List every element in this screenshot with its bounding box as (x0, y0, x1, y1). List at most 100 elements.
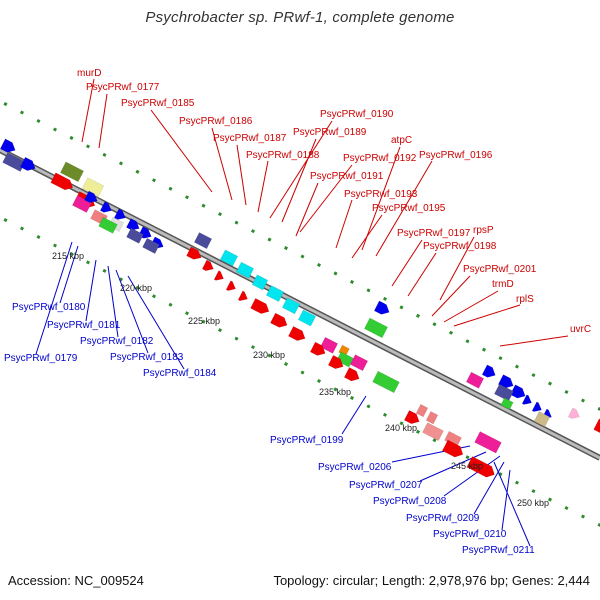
scale-label: 240 kbp (385, 423, 417, 433)
tick-dot-inner (3, 218, 8, 223)
gene-feature (474, 431, 502, 454)
gene-label[interactable]: PsycPRwf_0199 (270, 435, 344, 446)
tick-dot-inner (151, 294, 157, 299)
tick-dot-outer (333, 271, 338, 276)
gene-label[interactable]: PsycPRwf_0193 (344, 189, 418, 200)
leader-line-reverse (85, 259, 97, 322)
gene-label[interactable]: PsycPRwf_0197 (397, 228, 471, 239)
scale-label: 215 kbp (52, 251, 84, 261)
gene-label[interactable]: PsycPRwf_0206 (318, 462, 392, 473)
tick-dot-outer (217, 212, 223, 217)
gene-label[interactable]: PsycPRwf_0179 (4, 353, 78, 364)
tick-dot-outer (580, 398, 586, 403)
gene-feature (235, 261, 255, 279)
tick-dot-outer (316, 262, 322, 268)
gene-label[interactable]: PsycPRwf_0177 (86, 82, 160, 93)
gene-feature (531, 401, 542, 412)
tick-dot-outer (382, 296, 388, 301)
tick-tracks (3, 102, 600, 527)
tick-dot-inner (102, 268, 107, 273)
gene-label[interactable]: PsycPRwf_0198 (423, 241, 497, 252)
gene-feature (142, 237, 160, 254)
gene-label[interactable]: uvrC (570, 324, 591, 335)
gene-label[interactable]: PsycPRwf_0210 (433, 529, 507, 540)
gene-feature (466, 456, 495, 478)
tick-dot-inner (168, 302, 173, 307)
gene-feature (567, 407, 580, 419)
gene-feature (270, 312, 288, 328)
gene-feature (288, 325, 306, 341)
gene-label[interactable]: PsycPRwf_0195 (372, 203, 446, 214)
gene-feature (251, 274, 269, 291)
gene-label[interactable]: rplS (516, 294, 534, 305)
gene-label[interactable]: PsycPRwf_0192 (343, 153, 417, 164)
gene-feature (343, 367, 360, 382)
tick-dot-outer (366, 288, 371, 293)
gene-label[interactable]: trmD (492, 279, 514, 290)
tick-dot-inner (514, 480, 520, 485)
gene-feature (364, 317, 388, 339)
gene-label[interactable]: PsycPRwf_0201 (463, 264, 537, 275)
gene-feature (425, 411, 439, 425)
gene-feature (265, 285, 285, 302)
gene-label[interactable]: PsycPRwf_0188 (246, 150, 320, 161)
tick-dot-outer (201, 203, 206, 208)
tick-dot-inner (250, 345, 256, 350)
tick-dot-inner (135, 285, 140, 290)
gene-label[interactable]: PsycPRwf_0184 (143, 368, 217, 379)
gene-label[interactable]: PsycPRwf_0207 (349, 480, 423, 491)
gene-label[interactable]: PsycPRwf_0183 (110, 352, 184, 363)
gene-label[interactable]: PsycPRwf_0185 (121, 98, 195, 109)
gene-feature (84, 190, 98, 203)
gene-feature (373, 300, 390, 315)
gene-label[interactable]: PsycPRwf_0186 (179, 116, 253, 127)
leader-line-forward (443, 290, 499, 323)
tick-dot-inner (399, 421, 404, 426)
gene-label[interactable]: PsycPRwf_0191 (310, 171, 384, 182)
tick-dot-outer (465, 339, 470, 344)
gene-label[interactable]: rpsP (473, 225, 494, 236)
gene-label[interactable]: PsycPRwf_0196 (419, 150, 493, 161)
gene-label[interactable]: PsycPRwf_0211 (462, 545, 535, 556)
tick-dot-outer (267, 237, 272, 242)
leader-line-reverse (473, 461, 505, 515)
tick-dot-inner (333, 387, 338, 392)
tick-dot-inner (201, 319, 206, 324)
gene-label[interactable]: PsycPRwf_0189 (293, 127, 367, 138)
leader-line-forward (499, 335, 569, 347)
gene-label[interactable]: PsycPRwf_0208 (373, 496, 447, 507)
tick-dot-inner (316, 378, 322, 384)
tick-dot-outer (547, 381, 553, 386)
tick-dot-outer (3, 102, 8, 107)
gene-label[interactable]: PsycPRwf_0181 (47, 320, 121, 331)
gene-feature (533, 411, 551, 428)
gene-feature (465, 371, 485, 389)
gene-label[interactable]: PsycPRwf_0187 (213, 133, 287, 144)
tick-dot-outer (399, 305, 404, 310)
leader-line-reverse (501, 469, 511, 531)
leader-line-reverse (115, 269, 149, 354)
leader-line-reverse (493, 461, 531, 547)
gene-label[interactable]: PsycPRwf_0182 (80, 336, 154, 347)
tick-dot-outer (432, 322, 437, 327)
leader-line-forward (375, 160, 433, 257)
gene-label[interactable]: atpC (391, 135, 412, 146)
gene-feature (186, 246, 202, 260)
gene-feature (99, 201, 112, 213)
gene-feature (126, 218, 140, 231)
tick-dot-inner (580, 514, 586, 519)
leader-line-reverse (107, 265, 119, 338)
gene-label[interactable]: PsycPRwf_0190 (320, 109, 394, 120)
tick-dot-outer (448, 330, 454, 335)
gene-feature (225, 280, 236, 291)
tick-dot-inner (184, 311, 190, 316)
gene-feature (250, 298, 270, 314)
gene-feature (415, 403, 429, 418)
tick-dot-inner (217, 328, 223, 333)
leader-line-reverse (419, 451, 487, 482)
gene-label[interactable]: murD (77, 68, 101, 79)
gene-label[interactable]: PsycPRwf_0180 (12, 302, 86, 313)
tick-dot-outer (250, 229, 256, 234)
gene-label[interactable]: PsycPRwf_0209 (406, 513, 480, 524)
tick-dot-inner (366, 404, 371, 409)
